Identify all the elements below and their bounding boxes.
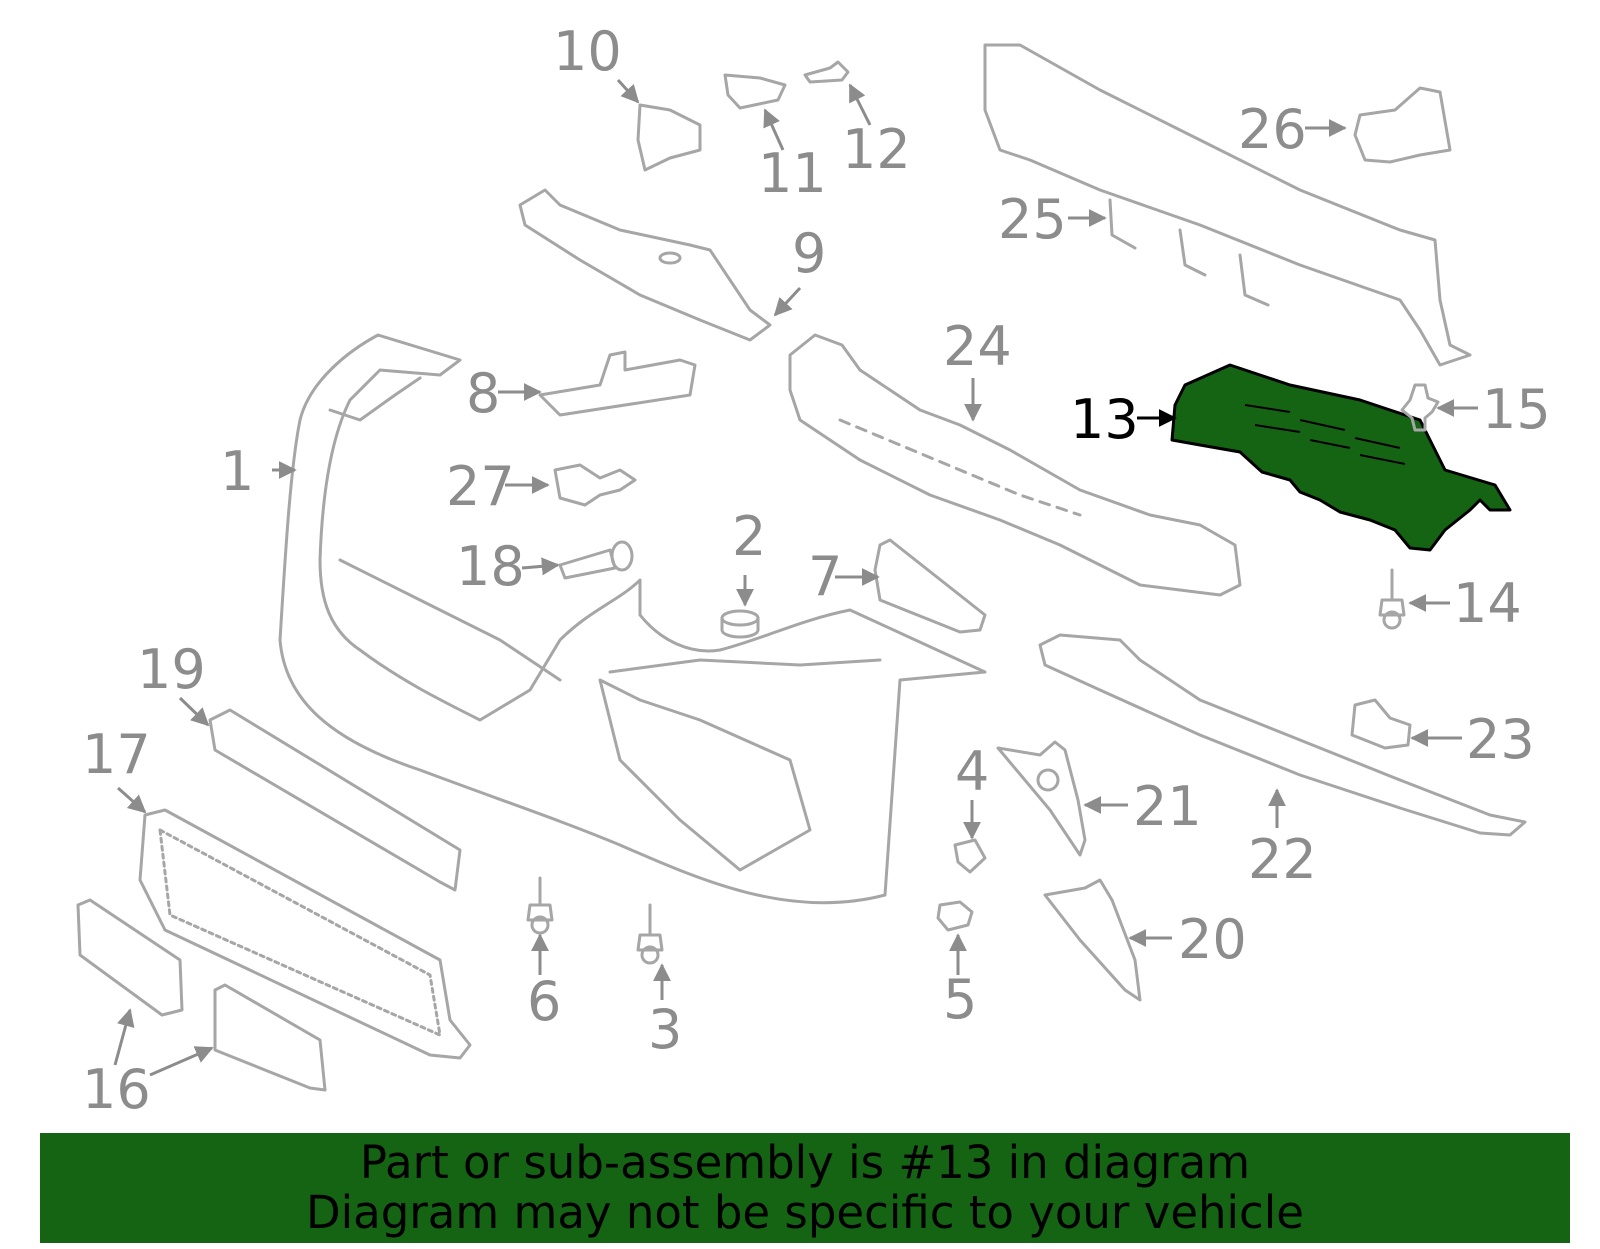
callout-4: 4 xyxy=(955,740,989,803)
part-17-grille[interactable] xyxy=(138,808,472,1060)
part-13-highlighted-bracket[interactable] xyxy=(1170,363,1512,552)
part-23-clip[interactable] xyxy=(1350,698,1412,750)
callout-6: 6 xyxy=(527,970,561,1033)
part-11-clip[interactable] xyxy=(723,73,787,110)
callout-16: 16 xyxy=(82,1058,151,1121)
callout-1: 1 xyxy=(220,440,254,503)
part-25-reinforcement[interactable] xyxy=(983,43,1472,367)
callout-17: 17 xyxy=(82,723,151,786)
callout-20: 20 xyxy=(1178,908,1247,971)
part-7-bracket[interactable] xyxy=(873,538,987,634)
callout-24: 24 xyxy=(943,315,1012,378)
part-26-bracket[interactable] xyxy=(1353,86,1452,164)
callout-11: 11 xyxy=(758,142,827,205)
part-24-absorber[interactable] xyxy=(788,333,1242,597)
callout-25: 25 xyxy=(998,188,1067,251)
part-14-bolt[interactable] xyxy=(1378,568,1406,630)
callout-26: 26 xyxy=(1238,98,1307,161)
callout-21: 21 xyxy=(1133,775,1202,838)
callout-8: 8 xyxy=(466,362,500,425)
callout-7: 7 xyxy=(808,545,842,608)
callout-14: 14 xyxy=(1453,572,1522,635)
callout-15: 15 xyxy=(1482,378,1551,441)
callout-5: 5 xyxy=(943,968,977,1031)
banner-line-1: Part or sub-assembly is #13 in diagram xyxy=(359,1136,1251,1189)
callout-3: 3 xyxy=(648,998,682,1061)
part-10-bracket[interactable] xyxy=(636,103,702,172)
callout-13: 13 xyxy=(1070,388,1139,451)
callout-9: 9 xyxy=(792,222,826,285)
part-22-retainer[interactable] xyxy=(1038,633,1527,837)
part-18-bolt[interactable] xyxy=(558,540,634,580)
part-6-screw[interactable] xyxy=(526,876,554,935)
part-8-bracket[interactable] xyxy=(538,350,697,417)
part-3-screw[interactable] xyxy=(636,903,664,965)
callout-23: 23 xyxy=(1466,708,1535,771)
callout-19: 19 xyxy=(137,638,206,701)
part-2-grommet[interactable] xyxy=(720,609,760,639)
callout-18: 18 xyxy=(456,535,525,598)
part-4-clip[interactable] xyxy=(953,838,987,874)
part-1-bumper-cover[interactable] xyxy=(278,333,987,905)
callout-2: 2 xyxy=(732,505,766,568)
callout-12: 12 xyxy=(842,118,911,181)
part-27-sensor[interactable] xyxy=(553,463,637,507)
part-5-clip[interactable] xyxy=(936,900,974,932)
part-15-clip[interactable] xyxy=(1400,383,1440,432)
part-9-support[interactable] xyxy=(518,188,772,342)
callout-labels: 1 2 3 4 5 6 7 8 9 10 11 12 13 14 15 16 1… xyxy=(82,20,1551,1121)
callout-10: 10 xyxy=(553,20,622,83)
info-banner: Part or sub-assembly is #13 in diagram D… xyxy=(40,1133,1570,1243)
part-19-bracket[interactable] xyxy=(208,708,462,892)
leader-lines xyxy=(113,78,1478,1077)
part-16-bracket[interactable] xyxy=(76,898,327,1092)
callout-27: 27 xyxy=(446,455,515,518)
part-12-bolt[interactable] xyxy=(803,60,850,84)
banner-line-2: Diagram may not be specific to your vehi… xyxy=(306,1186,1304,1239)
callout-22: 22 xyxy=(1248,828,1317,891)
part-21-bracket[interactable] xyxy=(996,740,1087,857)
part-20-bracket[interactable] xyxy=(1043,878,1142,1002)
